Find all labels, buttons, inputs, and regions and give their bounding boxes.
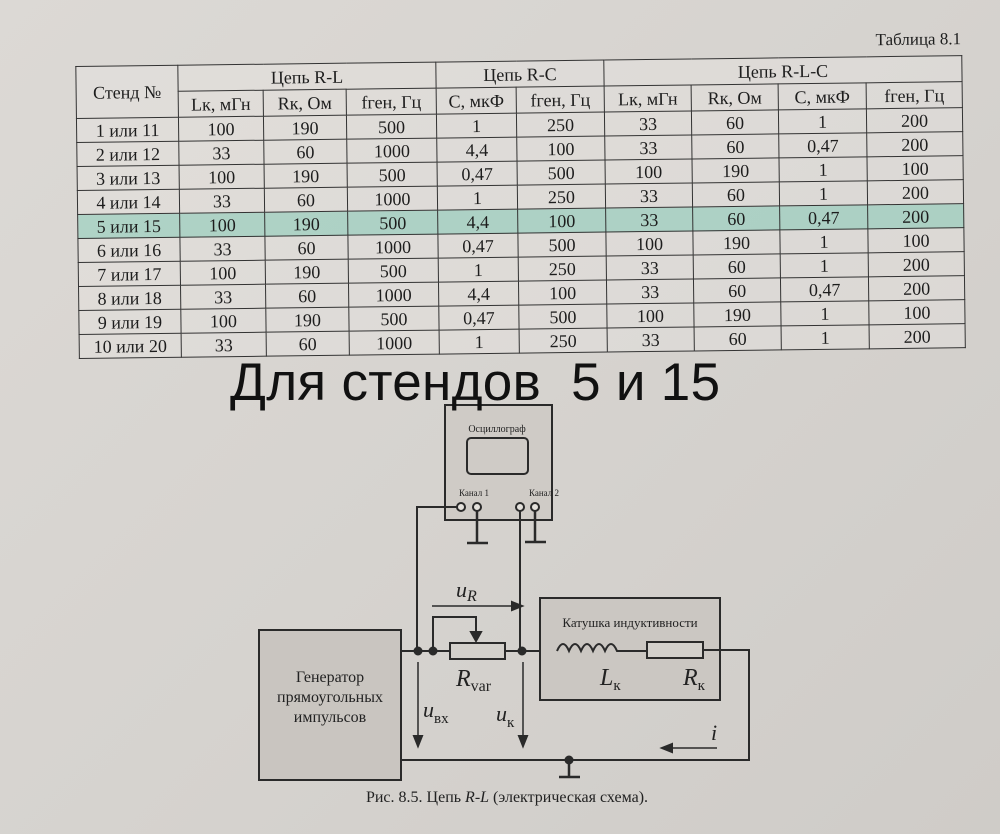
channel2-terminal <box>515 502 525 512</box>
ground-icon <box>525 511 546 544</box>
channel1-terminal <box>456 502 466 512</box>
wire-channel1 <box>416 506 457 651</box>
generator-label-2: прямоугольных <box>277 689 383 706</box>
channel1-label: Канал 1 <box>459 488 489 498</box>
u-r-label: uR <box>456 577 477 605</box>
u-in-label: uвх <box>423 697 449 727</box>
channel2-label: Канал 2 <box>529 488 559 498</box>
resistor-wiper <box>432 616 477 651</box>
current-label: i <box>711 720 717 745</box>
wire-return <box>400 649 750 761</box>
oscilloscope-box <box>444 404 553 521</box>
ground-icon <box>467 511 488 545</box>
l-k-label: Lк <box>599 665 621 694</box>
channel1-ground-terminal <box>472 502 482 512</box>
variable-resistor <box>449 642 506 660</box>
u-k-label: uк <box>496 701 515 731</box>
r-k-label: Rк <box>682 665 706 694</box>
oscilloscope-label: Осциллограф <box>468 424 526 435</box>
generator-box <box>258 629 402 781</box>
r-var-label: Rvar <box>455 666 492 695</box>
ground-icon <box>559 760 580 779</box>
generator-label-3: импульсов <box>294 709 367 726</box>
coil-resistor <box>646 641 704 659</box>
wiper-arrow-icon <box>469 631 483 644</box>
figure-caption: Рис. 8.5. Цепь R-L (электрическая схема)… <box>366 789 648 806</box>
oscilloscope-screen <box>466 437 529 475</box>
stands-annotation: Для стендов 5 и 15 <box>230 353 721 412</box>
channel2-ground-terminal <box>530 502 540 512</box>
generator-label-1: Генератор <box>296 669 364 686</box>
inductor-icon <box>556 643 647 654</box>
coil-label: Катушка индуктивности <box>562 615 697 630</box>
